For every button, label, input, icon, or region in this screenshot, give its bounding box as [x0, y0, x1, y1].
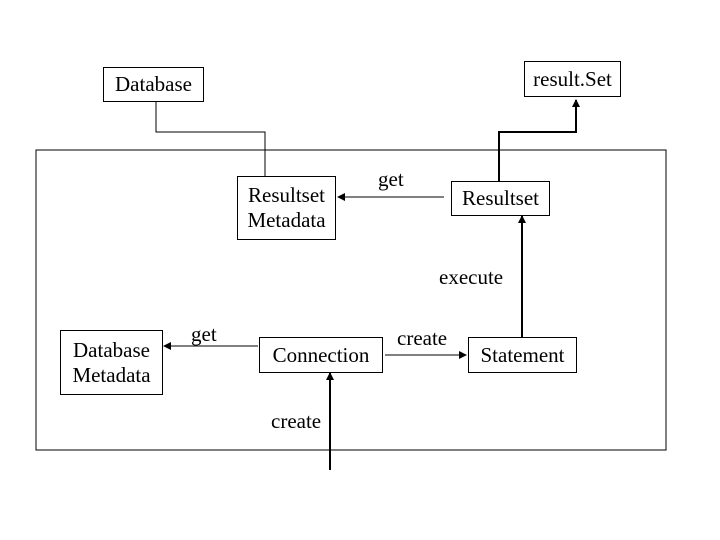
node-resultset-metadata-line-2: Metadata [247, 208, 326, 232]
node-resultset-label: Resultset [462, 186, 539, 210]
node-database: Database [103, 67, 204, 102]
node-result-set: result.Set [524, 61, 621, 97]
arrow-resultset-to-result-set [498, 99, 580, 181]
node-statement: Statement [468, 337, 577, 373]
node-database-metadata: Database Metadata [60, 330, 163, 395]
node-database-metadata-line-1: Database [73, 337, 150, 362]
node-database-label: Database [115, 72, 192, 96]
node-connection: Connection [259, 337, 383, 373]
node-resultset: Resultset [451, 181, 550, 216]
node-connection-label: Connection [272, 342, 370, 367]
node-statement-label: Statement [480, 342, 565, 367]
node-resultset-metadata: Resultset Metadata [237, 176, 336, 240]
label-create-connection: create [271, 409, 322, 433]
outer-frame [35, 149, 667, 451]
label-get-resultset-metadata: get [378, 167, 404, 191]
node-result-set-label: result.Set [533, 66, 612, 91]
node-resultset-metadata-line-1: Resultset [248, 183, 325, 207]
connector-database-resultset-metadata [155, 101, 266, 176]
label-create-statement: create [397, 326, 448, 350]
label-get-database-metadata: get [191, 322, 217, 346]
label-execute: execute [439, 265, 504, 289]
node-database-metadata-line-2: Metadata [72, 362, 151, 387]
